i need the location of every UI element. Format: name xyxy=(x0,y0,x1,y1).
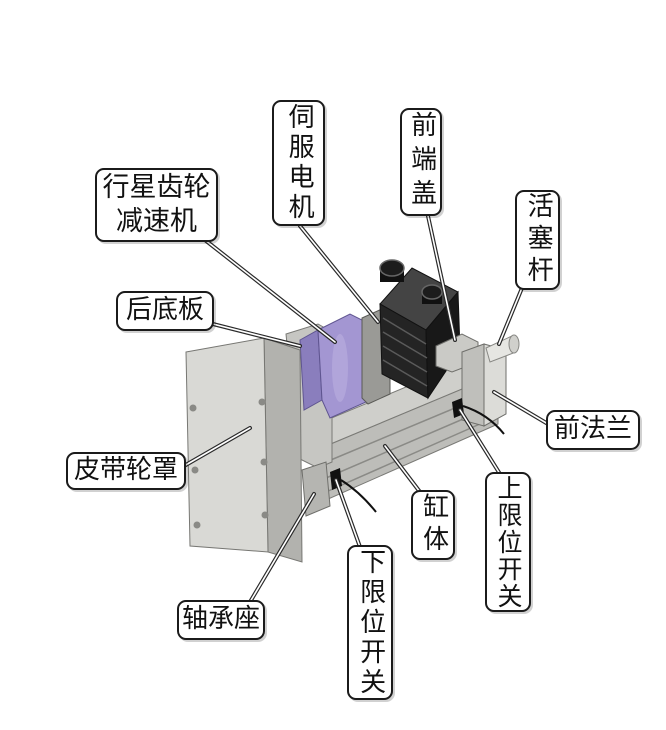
leader-line-planetary-reducer xyxy=(203,238,337,344)
piston-rod-end xyxy=(508,334,520,354)
cover-bolt xyxy=(261,511,269,519)
cover-bolt xyxy=(193,521,201,529)
leader-line-front-flange xyxy=(492,390,550,426)
label-line-1: 行星齿轮 xyxy=(102,172,211,203)
motor-fin xyxy=(382,359,428,387)
front-flange xyxy=(461,343,507,427)
label-text: 活塞杆 xyxy=(523,192,554,288)
leader-line-upper-limit-switch xyxy=(458,408,502,476)
cover-bolt xyxy=(260,458,268,466)
cover-side-face xyxy=(263,337,303,563)
label-front-flange: 前法兰 xyxy=(546,410,640,450)
label-piston-rod: 活塞杆 xyxy=(515,190,560,290)
leader-line-core xyxy=(335,479,361,548)
label-text: 前端盖 xyxy=(406,111,437,213)
motor-power-connector xyxy=(379,259,405,282)
cover-bolt xyxy=(191,466,199,474)
leader-line-belt-pulley-cover xyxy=(182,426,252,468)
label-upper-limit-switch: 上限位开关 xyxy=(485,472,531,612)
label-line-2: 减速机 xyxy=(116,206,197,237)
leader-line-core xyxy=(183,427,251,467)
leader-line-core xyxy=(204,321,301,347)
leader-line-core xyxy=(493,391,549,425)
upper-switch-cable xyxy=(462,405,505,435)
motor-fin xyxy=(382,345,428,373)
label-text: 前法兰 xyxy=(553,414,632,445)
leader-lines xyxy=(182,214,550,604)
label-text: 缸体 xyxy=(418,493,449,557)
leader-line-core xyxy=(204,239,336,343)
leader-line-cylinder-body xyxy=(383,444,422,494)
belt-pulley-cover xyxy=(185,337,303,563)
label-text: 轴承座 xyxy=(181,604,260,635)
label-text: 下限位开关 xyxy=(355,547,386,698)
leader-line-piston-rod xyxy=(497,286,524,346)
label-lower-limit-switch: 下限位开关 xyxy=(347,545,393,700)
connector-cap xyxy=(379,259,405,277)
label-servo-motor: 伺服电机 xyxy=(272,100,325,226)
cover-bolt xyxy=(189,404,197,412)
label-text: 皮带轮罩 xyxy=(73,455,178,486)
label-belt-pulley-cover: 皮带轮罩 xyxy=(66,452,186,490)
reducer-ring xyxy=(332,334,348,402)
cover-front-face xyxy=(185,337,269,553)
label-rear-base-plate: 后底板 xyxy=(116,291,214,331)
label-cylinder-body: 缸体 xyxy=(411,490,455,560)
leader-line-core xyxy=(249,493,315,603)
leader-line-rear-base-plate xyxy=(203,320,302,348)
label-text: 后底板 xyxy=(125,295,204,326)
connector-cap xyxy=(421,284,443,300)
lower-switch-cable xyxy=(340,479,377,513)
label-bearing-seat: 轴承座 xyxy=(177,600,265,640)
leader-line-core xyxy=(384,445,421,493)
motor-encoder-connector xyxy=(421,284,443,304)
cover-bolt xyxy=(258,398,266,406)
motor-fin xyxy=(382,331,428,359)
leader-line-core xyxy=(299,225,379,323)
leader-line-core xyxy=(498,287,523,345)
leader-line-front-end-cover xyxy=(426,214,457,342)
label-text: 上限位开关 xyxy=(494,474,523,610)
label-front-end-cover: 前端盖 xyxy=(400,108,442,216)
leader-line-core xyxy=(427,215,456,341)
label-text: 伺服电机 xyxy=(284,103,315,223)
leader-line-core xyxy=(459,409,501,475)
leader-line-servo-motor xyxy=(298,224,380,324)
label-planetary-reducer: 行星齿轮 减速机 xyxy=(95,168,218,242)
motor-fin xyxy=(382,317,427,345)
leader-line-lower-limit-switch xyxy=(334,478,362,549)
leader-line-bearing-seat xyxy=(248,492,316,604)
